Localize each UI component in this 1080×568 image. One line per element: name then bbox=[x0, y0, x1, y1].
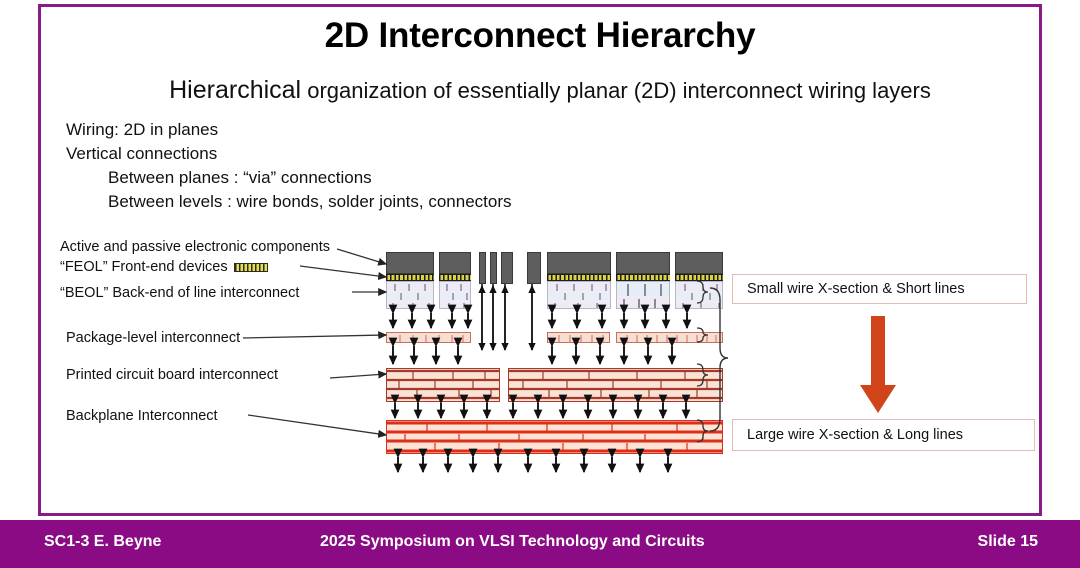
slide-footer: SC1-3 E. Beyne 2025 Symposium on VLSI Te… bbox=[0, 520, 1080, 568]
label-backplane: Backplane Interconnect bbox=[66, 408, 218, 424]
beol-layer bbox=[675, 281, 723, 309]
body-line-1: Wiring: 2D in planes bbox=[66, 120, 219, 139]
beol-wire-pattern bbox=[682, 284, 720, 308]
chip-block bbox=[616, 252, 670, 274]
beol-layer bbox=[547, 281, 611, 309]
package-cell-pattern bbox=[626, 335, 717, 342]
connector-bar bbox=[490, 252, 497, 284]
callout-large-wire: Large wire X-section & Long lines bbox=[732, 419, 1035, 451]
feol-layer bbox=[386, 274, 434, 281]
feol-layer bbox=[547, 274, 611, 281]
connector-bar bbox=[527, 252, 541, 284]
beol-layer bbox=[439, 281, 471, 309]
package-layer bbox=[547, 332, 610, 343]
label-feol-text: “FEOL” Front-end devices bbox=[60, 259, 228, 275]
beol-layer bbox=[386, 281, 434, 309]
subtitle-rest: organization of essentially planar (2D) … bbox=[301, 78, 931, 103]
feol-layer bbox=[616, 274, 670, 281]
chip-block bbox=[547, 252, 611, 274]
body-line-2: Vertical connections bbox=[66, 144, 218, 163]
package-cell-pattern bbox=[558, 335, 604, 342]
pcb-layer bbox=[508, 368, 723, 402]
beol-layer bbox=[616, 281, 670, 309]
package-layer bbox=[616, 332, 723, 343]
subtitle-lead: Hierarchical bbox=[169, 76, 302, 104]
label-pcb: Printed circuit board interconnect bbox=[66, 367, 278, 383]
body-line-3: Between planes : “via” connections bbox=[108, 168, 372, 187]
chip-block bbox=[675, 252, 723, 274]
pcb-brick-pattern bbox=[509, 369, 722, 400]
label-feol: “FEOL” Front-end devices bbox=[60, 259, 268, 275]
footer-center: 2025 Symposium on VLSI Technology and Ci… bbox=[320, 533, 705, 550]
page-title: 2D Interconnect Hierarchy bbox=[324, 16, 756, 55]
feol-swatch-icon bbox=[233, 262, 268, 272]
connector-bar bbox=[501, 252, 513, 284]
body-text-block: Wiring: 2D in planes Vertical connection… bbox=[66, 118, 511, 214]
connector-bar bbox=[479, 252, 486, 284]
package-cell-pattern bbox=[399, 335, 464, 342]
chip-block bbox=[386, 252, 434, 274]
pcb-brick-pattern bbox=[387, 369, 499, 400]
package-layer bbox=[386, 332, 471, 343]
beol-wire-pattern bbox=[446, 284, 468, 308]
beol-wire-pattern bbox=[554, 284, 607, 308]
pcb-layer bbox=[386, 368, 500, 402]
interconnect-stack-diagram bbox=[386, 252, 723, 467]
body-line-4: Between levels : wire bonds, solder join… bbox=[108, 192, 512, 211]
callout-small-wire: Small wire X-section & Short lines bbox=[732, 274, 1027, 304]
footer-right: Slide 15 bbox=[977, 533, 1038, 550]
slide-subtitle: Hierarchical organization of essentially… bbox=[60, 76, 1040, 105]
backplane-brick-pattern bbox=[387, 421, 722, 453]
label-active-components: Active and passive electronic components bbox=[60, 239, 331, 255]
backplane-layer bbox=[386, 420, 723, 454]
feol-layer bbox=[675, 274, 723, 281]
beol-wire-pattern bbox=[392, 284, 430, 308]
feol-layer bbox=[439, 274, 471, 281]
label-beol: “BEOL” Back-end of line interconnect bbox=[60, 285, 300, 301]
label-package-level: Package-level interconnect bbox=[66, 330, 241, 346]
chip-block bbox=[439, 252, 471, 274]
beol-wire-pattern bbox=[623, 284, 662, 308]
footer-left: SC1-3 E. Beyne bbox=[44, 533, 162, 550]
